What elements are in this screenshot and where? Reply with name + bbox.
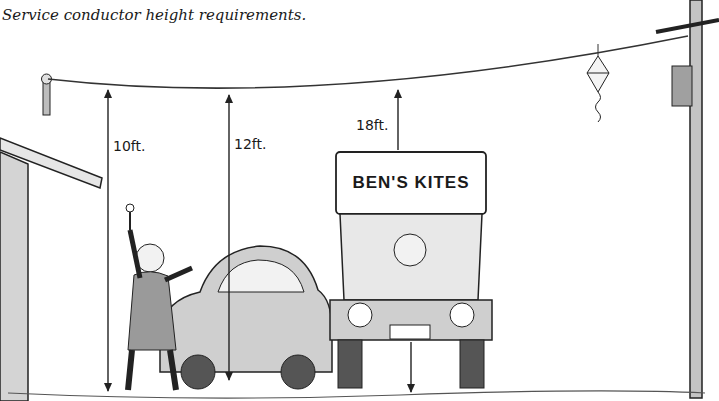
dimension-label: 10ft. <box>113 138 173 154</box>
dimension-arrow <box>228 95 229 380</box>
truck-sign-text: BEN'S KITES <box>346 174 476 192</box>
dimension-arrow <box>107 90 108 391</box>
truck-hood <box>330 300 492 340</box>
dimension-arrow <box>410 342 411 392</box>
car-body <box>160 246 332 372</box>
utility-pole <box>690 0 702 398</box>
crossarm <box>656 20 719 32</box>
headlight <box>450 303 474 327</box>
transformer <box>672 66 692 106</box>
car-wheel <box>281 355 315 389</box>
license-plate <box>390 325 430 339</box>
man-legs <box>128 350 176 390</box>
kite-spar <box>587 73 609 74</box>
key <box>129 212 131 230</box>
man-body <box>128 272 176 350</box>
dimension-arrow <box>397 90 398 150</box>
man-arm <box>130 230 140 278</box>
kite <box>587 56 609 92</box>
key <box>126 204 134 212</box>
house-roof <box>0 138 102 188</box>
truck-cab <box>340 214 482 300</box>
car-window <box>218 260 304 292</box>
ground-line <box>8 391 705 398</box>
service-mast <box>43 82 50 115</box>
man-arm <box>165 268 192 280</box>
headlight <box>348 303 372 327</box>
kite-tail <box>596 92 601 122</box>
truck-wheel <box>460 340 484 388</box>
dimension-label: 12ft. <box>234 136 294 152</box>
car-wheel <box>181 355 215 389</box>
truck-wheel <box>338 340 362 388</box>
caption: Service conductor height requirements. <box>2 6 462 24</box>
truck-sign <box>336 152 486 214</box>
driver-head <box>394 234 426 266</box>
dimension-label: 18ft. <box>356 117 416 133</box>
house-wall <box>0 152 28 401</box>
kite-string <box>598 44 599 56</box>
